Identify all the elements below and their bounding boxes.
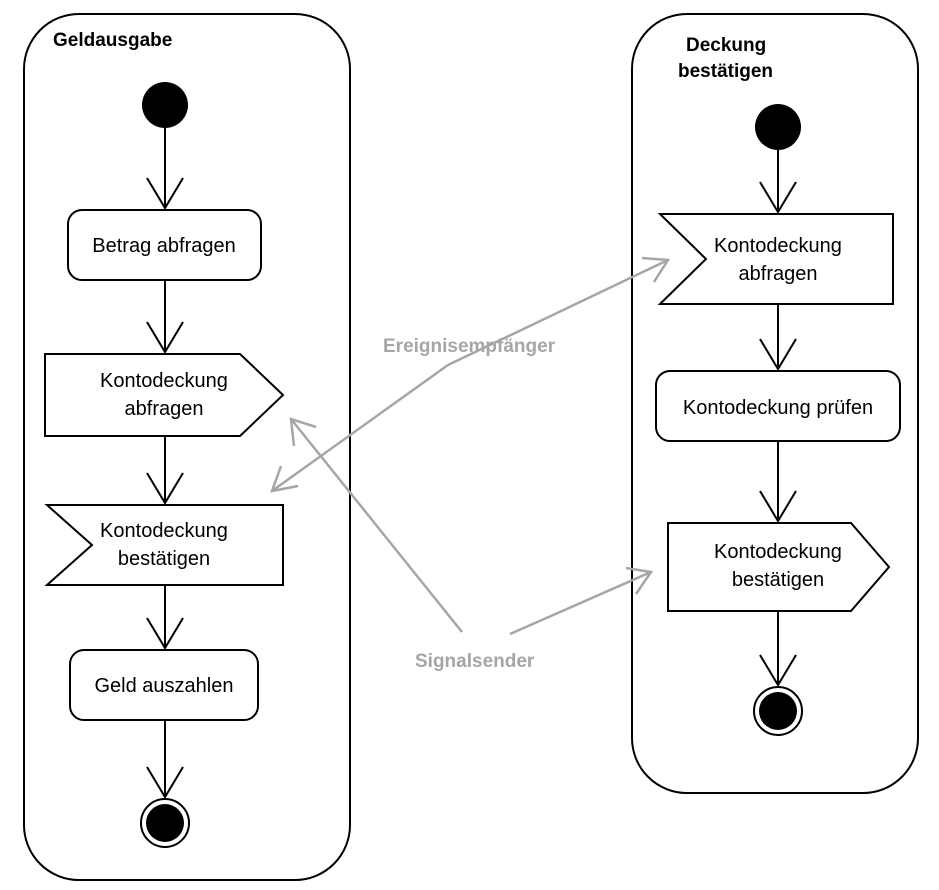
partition-geldausgabe xyxy=(23,13,351,881)
flow-right-2 xyxy=(759,304,797,371)
initial-node-right xyxy=(755,104,801,150)
annotation-arrow-receiver-right xyxy=(447,256,671,367)
accept-event-right-line2: abfragen xyxy=(739,263,818,285)
annotation-arrow-sender-left xyxy=(289,417,463,633)
send-signal-right-line2: bestätigen xyxy=(732,569,824,591)
send-signal-left-line2: abfragen xyxy=(125,398,204,420)
partition-title-geldausgabe: Geldausgabe xyxy=(53,30,172,51)
action-betrag-abfragen: Betrag abfragen xyxy=(67,209,262,281)
send-signal-right-line1: Kontodeckung xyxy=(714,541,842,563)
annotation-ereignisempfaenger: Ereignisempfänger xyxy=(383,336,556,357)
send-signal-left-line1: Kontodeckung xyxy=(100,370,228,392)
partition-title-deckung-line1: Deckung xyxy=(686,35,766,56)
accept-event-left-line2: bestätigen xyxy=(118,548,210,570)
flow-left-4 xyxy=(146,585,184,650)
flow-left-1 xyxy=(146,128,184,210)
flow-left-2 xyxy=(146,280,184,354)
flow-left-3 xyxy=(146,436,184,505)
annotation-arrow-receiver-left xyxy=(270,363,449,493)
accept-event-left-line1: Kontodeckung xyxy=(100,520,228,542)
final-node-left xyxy=(140,798,190,848)
action-geld-auszahlen-label: Geld auszahlen xyxy=(95,675,234,697)
annotation-signalsender: Signalsender xyxy=(415,651,535,672)
flow-right-4 xyxy=(759,611,797,687)
action-betrag-abfragen-label: Betrag abfragen xyxy=(92,235,235,257)
final-node-right xyxy=(753,686,803,736)
flow-right-1 xyxy=(759,150,797,214)
action-geld-auszahlen: Geld auszahlen xyxy=(69,649,259,721)
action-kontodeckung-pruefen: Kontodeckung prüfen xyxy=(655,370,901,442)
send-signal-kontodeckung-abfragen: Kontodeckung abfragen xyxy=(44,353,285,437)
partition-title-deckung-line2: bestätigen xyxy=(678,61,773,82)
send-signal-kontodeckung-bestaetigen: Kontodeckung bestätigen xyxy=(667,522,891,612)
flow-left-5 xyxy=(146,720,184,799)
accept-event-kontodeckung-abfragen: Kontodeckung abfragen xyxy=(657,213,894,305)
initial-node-left xyxy=(142,82,188,128)
flow-right-3 xyxy=(759,441,797,523)
action-kontodeckung-pruefen-label: Kontodeckung prüfen xyxy=(683,397,873,419)
accept-event-right-line1: Kontodeckung xyxy=(714,235,842,257)
annotation-arrow-sender-right xyxy=(509,566,654,636)
